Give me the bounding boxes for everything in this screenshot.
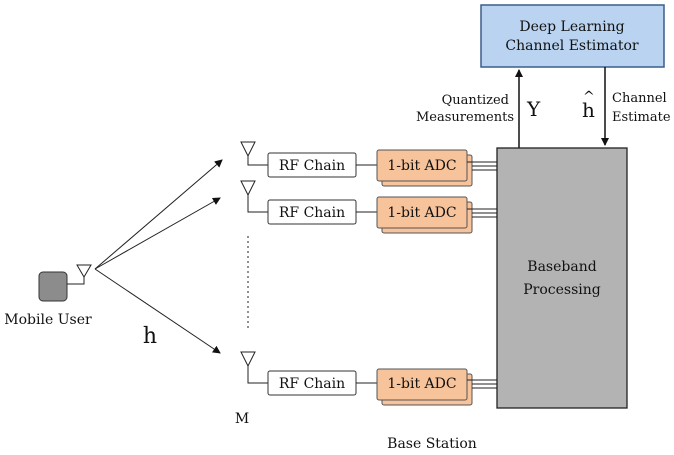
mobile-user: Mobile User [4,264,92,328]
y-symbol: Y [526,97,541,121]
h-hat-symbol: h [582,98,595,122]
antenna-icon [76,264,92,278]
antenna-icon [240,180,256,197]
antenna-icon [240,351,256,368]
adc-label: 1-bit ADC [387,205,456,221]
path-arrow-2 [94,197,221,270]
quantized-label-line1: Quantized [442,93,509,108]
h-symbol: h [143,324,157,349]
estimator-title-line1: Deep Learning [519,19,624,35]
channel-estimate-line1: Channel [612,91,667,106]
baseband-processing: Baseband Processing [496,147,628,409]
rf-chain-label: RF Chain [279,376,345,392]
quantized-label-line2: Measurements [416,110,514,125]
antenna-chain-1: RF Chain 1-bit ADC [240,141,497,187]
base-station-label: Base Station [387,436,477,452]
adc-label: 1-bit ADC [387,158,456,174]
rf-chain-label: RF Chain [279,158,345,174]
adc-label: 1-bit ADC [387,376,456,392]
path-arrow-1 [94,159,223,270]
path-arrow-m [94,268,221,354]
mobile-device-icon [38,271,68,302]
baseband-line2: Processing [523,282,601,298]
antenna-icon [240,141,256,158]
deep-learning-estimator: Deep Learning Channel Estimator [480,4,665,68]
estimator-title-line2: Channel Estimator [505,38,639,54]
antenna-chain-2: RF Chain 1-bit ADC [240,180,497,234]
m-label: M [235,411,249,427]
h-hat-accent: ^ [583,89,595,105]
baseband-line1: Baseband [527,259,596,275]
rf-chain-label: RF Chain [279,205,345,221]
antenna-chain-m: RF Chain 1-bit ADC [240,351,497,406]
channel-estimate-line2: Estimate [612,110,671,125]
mobile-user-label: Mobile User [4,312,92,328]
